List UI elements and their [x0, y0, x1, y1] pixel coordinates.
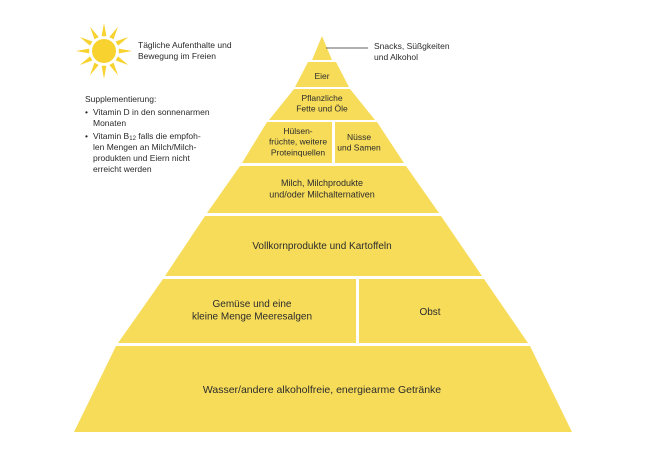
label-line: Gemüse und eine — [213, 299, 292, 310]
label-line: Nüsse — [347, 132, 371, 142]
label-grains: Vollkornprodukte und Kartoffeln — [252, 241, 391, 252]
vitamin-b-rest: falls die empfoh- — [135, 131, 201, 141]
snacks-label-line: Snacks, Süßgkeiten — [374, 41, 450, 51]
supplement-line: Vitamin B12 falls die empfoh- — [93, 131, 225, 142]
sun-ray — [90, 62, 99, 76]
label-line: Wasser/andere alkoholfreie, energiearme … — [203, 384, 441, 396]
vitamin-b-subscript: 12 — [129, 136, 136, 142]
sun-ray — [79, 37, 93, 46]
sun-ray — [109, 26, 118, 40]
label-line: und Samen — [337, 143, 381, 153]
supplement-line: Monaten — [93, 118, 127, 128]
sun-disc — [92, 39, 116, 63]
sun-ray — [101, 65, 107, 79]
label-line: Obst — [419, 307, 440, 318]
supplement-line: erreicht werden — [93, 164, 152, 174]
supplement-line: produkten und Eiern nicht — [93, 153, 190, 163]
sun-icon — [76, 23, 132, 79]
block-snacks — [312, 36, 332, 60]
label-line: kleine Menge Meeresalgen — [192, 312, 312, 323]
label-water: Wasser/andere alkoholfreie, energiearme … — [203, 384, 441, 396]
block-grains — [165, 216, 482, 276]
sun-ray — [76, 48, 90, 54]
block-nuts — [335, 122, 404, 163]
label-line: Fette und Öle — [296, 104, 348, 114]
outdoor-activity-line: Tägliche Aufenthalte und — [138, 40, 232, 50]
pyramid-blocks — [74, 36, 572, 432]
supplement-line: len Mengen an Milch/Milch- — [93, 142, 197, 152]
sun-ray — [118, 48, 132, 54]
label-line: Proteinquellen — [271, 147, 326, 157]
supplement-title: Supplementierung: — [85, 94, 157, 104]
block-eggs — [295, 62, 349, 87]
label-fruit: Obst — [419, 307, 440, 318]
label-line: und/oder Milchalternativen — [269, 189, 375, 199]
sun-rays — [76, 23, 132, 79]
label-line: früchte, weitere — [269, 137, 327, 147]
supplement-note: Supplementierung: Vitamin D in den sonne… — [85, 94, 225, 177]
supplement-list: Vitamin D in den sonnenarmen Monaten Vit… — [85, 107, 225, 175]
supplement-line: Vitamin D in den sonnenarmen — [93, 107, 210, 117]
sun-ray — [79, 56, 93, 65]
label-line: Vollkornprodukte und Kartoffeln — [252, 241, 391, 252]
block-legumes — [242, 122, 332, 163]
label-line: Eier — [314, 71, 329, 81]
sun-ray — [101, 23, 107, 37]
label-line: Hülsen- — [283, 126, 312, 136]
vitamin-b-text: Vitamin B — [93, 131, 130, 141]
label-line: Pflanzliche — [301, 93, 342, 103]
label-eggs: Eier — [314, 71, 329, 81]
sun-ray — [115, 37, 129, 46]
sun-ray — [109, 62, 118, 76]
label-vegetables: Gemüse und eine kleine Menge Meeresalgen — [192, 299, 312, 323]
supplement-item-vitamin-b12: Vitamin B12 falls die empfoh- len Mengen… — [85, 131, 225, 175]
outdoor-activity-line: Bewegung im Freien — [138, 51, 216, 61]
label-line: Milch, Milchprodukte — [281, 178, 363, 188]
outdoor-activity-label: Tägliche Aufenthalte und Bewegung im Fre… — [138, 40, 268, 62]
sun-ray — [115, 56, 129, 65]
sun-ray — [90, 26, 99, 40]
block-fats — [269, 89, 375, 120]
snacks-label-line: und Alkohol — [374, 52, 418, 62]
block-water — [74, 346, 572, 432]
block-vegetables — [118, 279, 356, 343]
block-fruit — [359, 279, 528, 343]
block-dairy — [207, 166, 439, 213]
snacks-label: Snacks, Süßgkeiten und Alkohol — [374, 41, 484, 63]
supplement-item-vitamin-d: Vitamin D in den sonnenarmen Monaten — [85, 107, 225, 129]
